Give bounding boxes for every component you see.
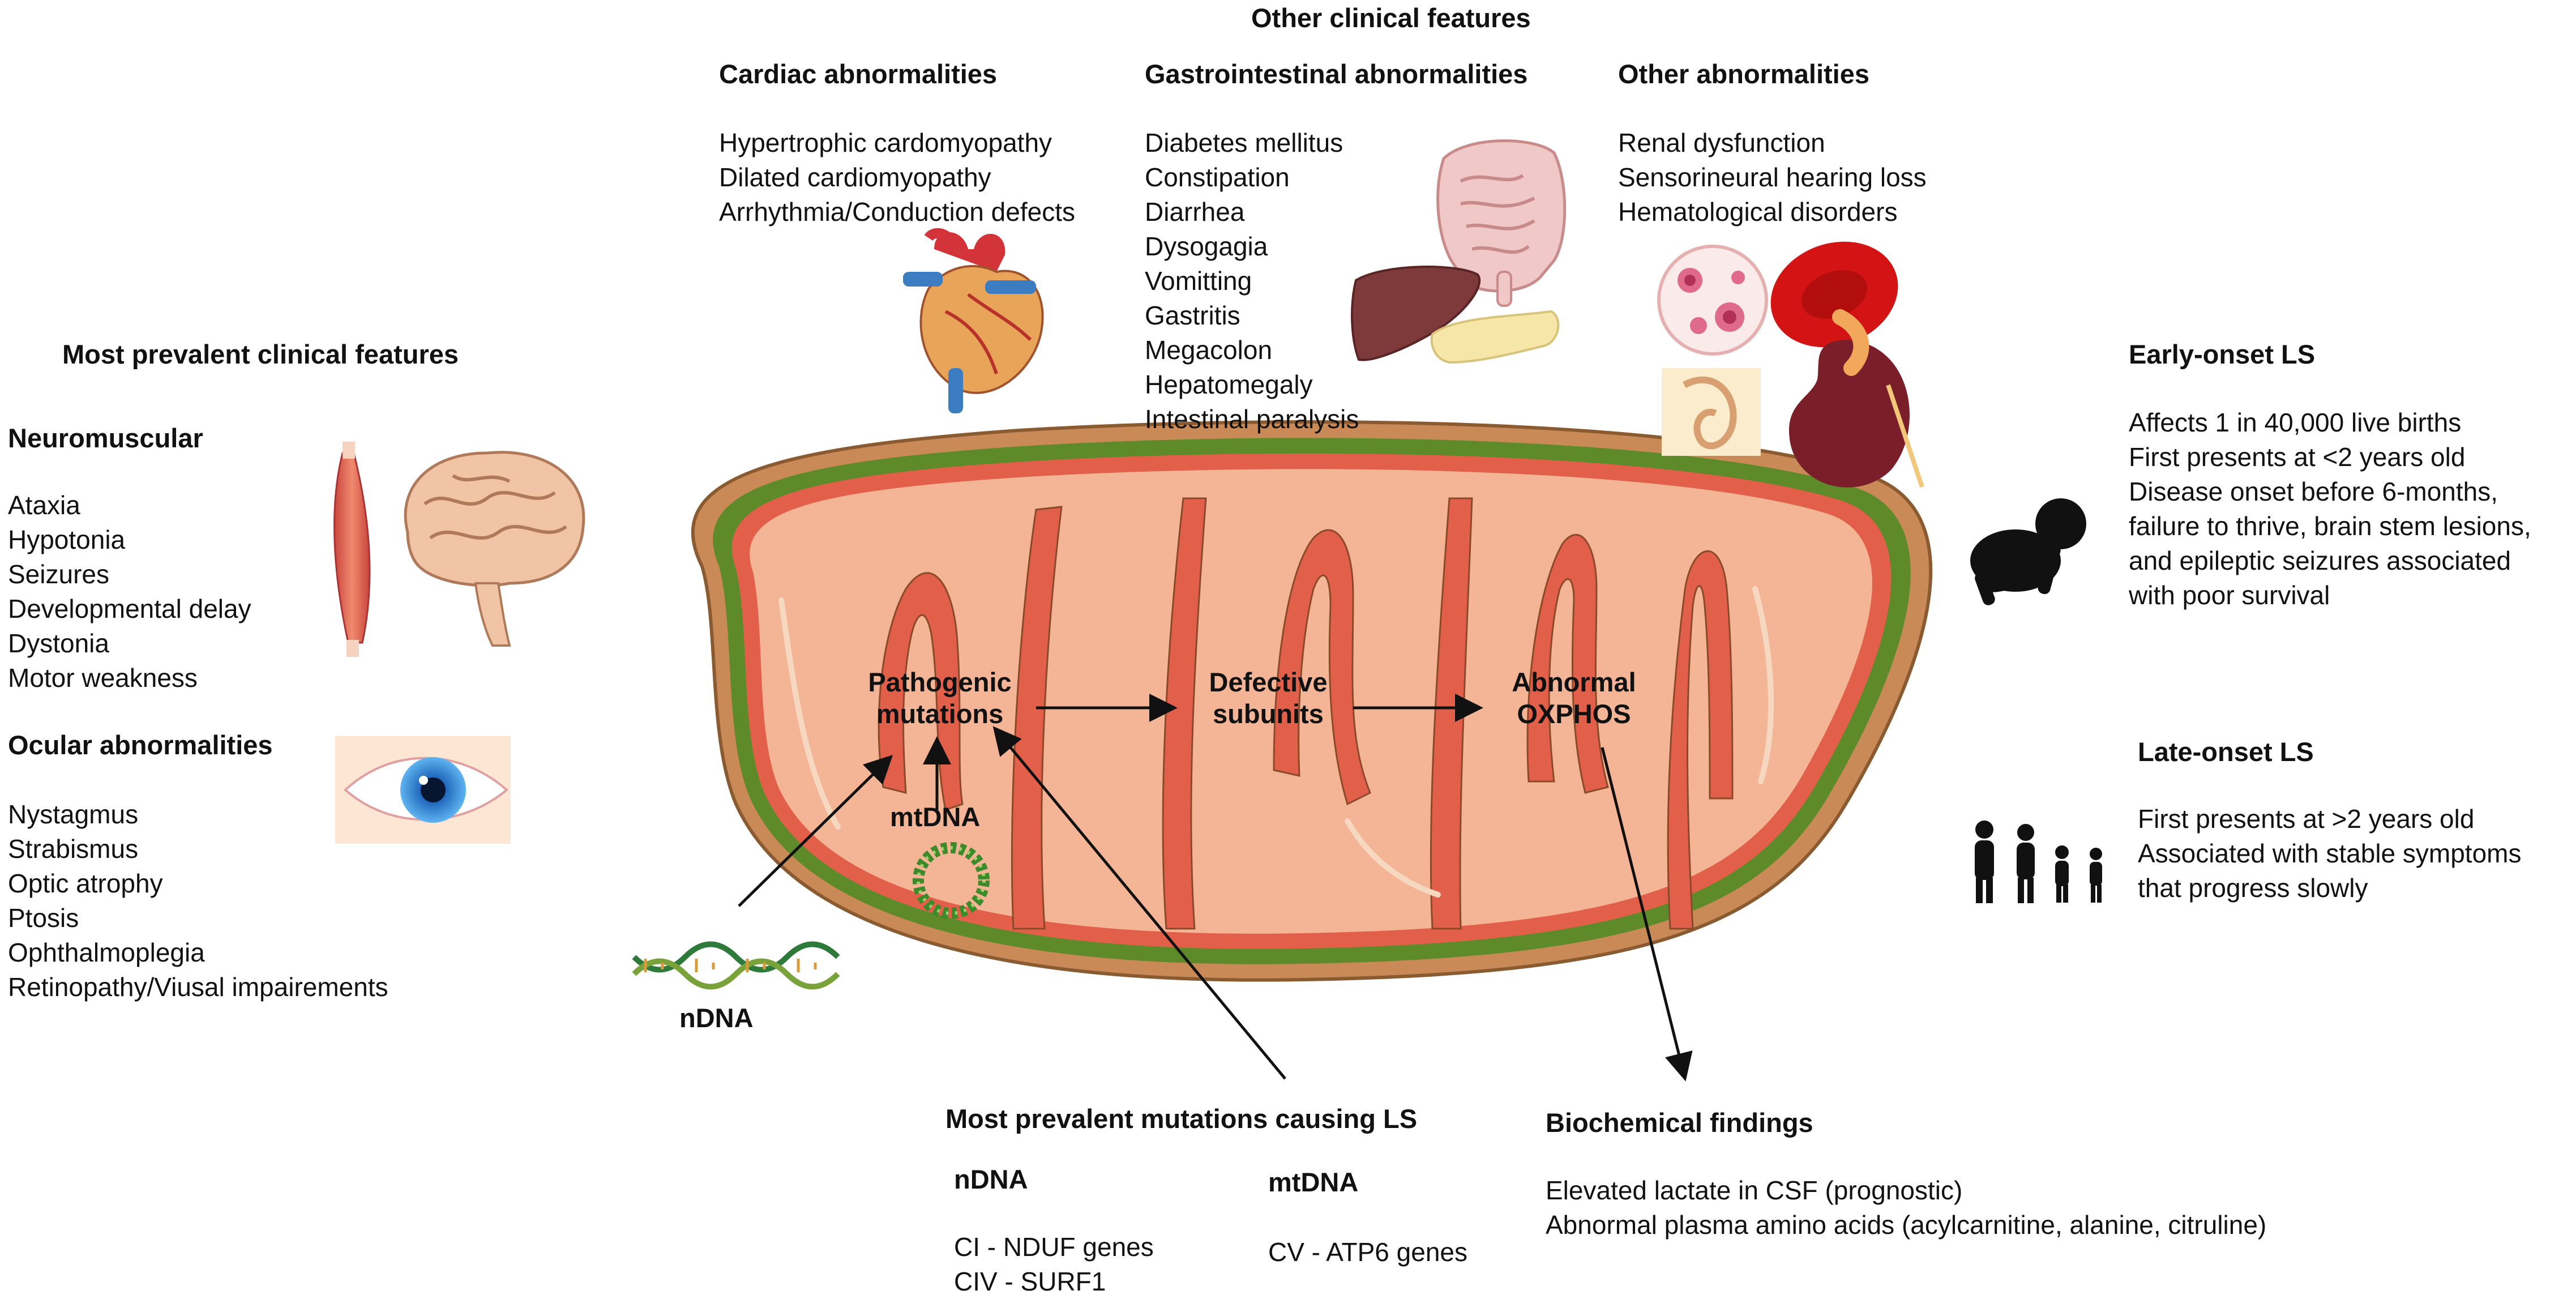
early-onset-list: Affects 1 in 40,000 live births First pr… bbox=[2129, 405, 2531, 613]
mtdna-ring-icon bbox=[913, 842, 990, 919]
list-item: and epileptic seizures associated bbox=[2129, 546, 2511, 575]
list-item: First presents at <2 years old bbox=[2129, 442, 2466, 472]
gastrointestinal-abnormalities-title: Gastrointestinal abnormalities bbox=[1145, 59, 1528, 89]
list-item: Megacolon bbox=[1145, 335, 1273, 365]
mutations-ndna-list: CI - NDUF genes CIV - SURF1 bbox=[954, 1230, 1154, 1299]
list-item: Sensorineural hearing loss bbox=[1618, 163, 1927, 192]
family-silhouette-icon bbox=[1975, 821, 2102, 903]
other-clinical-features-title: Other clinical features bbox=[1251, 3, 1531, 33]
red-blood-cell-icon bbox=[1770, 241, 1898, 348]
list-item: Renal dysfunction bbox=[1618, 128, 1825, 157]
list-item: Arrhythmia/Conduction defects bbox=[719, 197, 1075, 227]
gastrointestinal-abnormalities-list: Diabetes mellitus Constipation Diarrhea … bbox=[1145, 126, 1359, 437]
intestine-icon bbox=[1436, 139, 1567, 307]
ocular-abnormalities-title: Ocular abnormalities bbox=[8, 730, 273, 760]
baby-silhouette-icon bbox=[1970, 498, 2086, 605]
dna-helix-icon bbox=[632, 941, 840, 990]
mitochondrion-illustration bbox=[691, 420, 1933, 982]
list-item: Vomitting bbox=[1145, 266, 1252, 296]
label-line: Abnormal bbox=[1512, 667, 1636, 697]
eye-icon bbox=[335, 736, 511, 844]
heart-icon bbox=[903, 228, 1044, 413]
list-item: Gastritis bbox=[1145, 301, 1240, 330]
mutations-ndna-title: nDNA bbox=[954, 1164, 1028, 1194]
other-abnormalities-list: Renal dysfunction Sensorineural hearing … bbox=[1618, 126, 1927, 229]
prevalent-mutations-title: Most prevalent mutations causing LS bbox=[945, 1104, 1418, 1134]
label-line: Pathogenic bbox=[868, 667, 1012, 697]
label-line: Defective bbox=[1209, 667, 1328, 697]
list-item: with poor survival bbox=[2129, 580, 2330, 610]
cardiac-abnormalities-list: Hypertrophic cardomyopathy Dilated cardi… bbox=[719, 126, 1075, 229]
pathogenic-mutations-label: Pathogenic mutations bbox=[855, 666, 1025, 730]
list-item: Dilated cardiomyopathy bbox=[719, 163, 991, 192]
prevalent-clinical-features-title: Most prevalent clinical features bbox=[62, 339, 459, 369]
list-item: Dysogagia bbox=[1145, 232, 1268, 261]
list-item: that progress slowly bbox=[2138, 873, 2368, 903]
ndna-label: nDNA bbox=[679, 1003, 754, 1033]
list-item: Motor weakness bbox=[8, 663, 198, 693]
list-item: Dystonia bbox=[8, 629, 109, 658]
list-item: Elevated lactate in CSF (prognostic) bbox=[1546, 1176, 1963, 1205]
biochemical-findings-list: Elevated lactate in CSF (prognostic) Abn… bbox=[1546, 1173, 2266, 1242]
neuromuscular-list: Ataxia Hypotonia Seizures Developmental … bbox=[8, 488, 251, 695]
blood-smear-icon bbox=[1657, 245, 1768, 356]
list-item: Nystagmus bbox=[8, 800, 139, 829]
list-item: Seizures bbox=[8, 559, 109, 589]
biochemical-findings-title: Biochemical findings bbox=[1546, 1108, 1813, 1138]
list-item: Intestinal paralysis bbox=[1145, 404, 1359, 434]
kidney-icon bbox=[1789, 309, 1924, 488]
list-item: Associated with stable symptoms bbox=[2138, 839, 2522, 868]
pancreas-icon bbox=[1430, 310, 1560, 364]
list-item: Hypotonia bbox=[8, 525, 126, 554]
list-item: Hepatomegaly bbox=[1145, 370, 1313, 399]
cardiac-abnormalities-title: Cardiac abnormalities bbox=[719, 59, 998, 89]
list-item: Diabetes mellitus bbox=[1145, 128, 1343, 157]
list-item: CI - NDUF genes bbox=[954, 1232, 1154, 1262]
label-line: mutations bbox=[876, 699, 1004, 729]
mutations-mtdna-list: CV - ATP6 genes bbox=[1268, 1235, 1467, 1270]
abnormal-oxphos-label: Abnormal OXPHOS bbox=[1489, 666, 1659, 730]
ocular-abnormalities-list: Nystagmus Strabismus Optic atrophy Ptosi… bbox=[8, 797, 388, 1005]
list-item: Optic atrophy bbox=[8, 869, 163, 898]
list-item: CV - ATP6 genes bbox=[1268, 1237, 1467, 1267]
brain-icon bbox=[404, 451, 585, 647]
list-item: Ptosis bbox=[8, 903, 79, 933]
cristae bbox=[878, 497, 1734, 930]
list-item: Hypertrophic cardomyopathy bbox=[719, 128, 1052, 157]
mtdna-label: mtDNA bbox=[890, 802, 981, 832]
neuromuscular-title: Neuromuscular bbox=[8, 423, 203, 453]
other-abnormalities-title: Other abnormalities bbox=[1618, 59, 1869, 89]
list-item: CIV - SURF1 bbox=[954, 1267, 1106, 1296]
list-item: failure to thrive, brain stem lesions, bbox=[2129, 511, 2531, 541]
list-item: Developmental delay bbox=[8, 594, 251, 623]
list-item: Ataxia bbox=[8, 490, 80, 520]
defective-subunits-label: Defective subunits bbox=[1183, 666, 1353, 730]
list-item: Constipation bbox=[1145, 163, 1290, 192]
list-item: Retinopathy/Viusal impairements bbox=[8, 972, 388, 1002]
list-item: Disease onset before 6-months, bbox=[2129, 477, 2498, 506]
label-line: subunits bbox=[1213, 699, 1324, 729]
muscle-icon bbox=[333, 442, 371, 657]
liver-icon bbox=[1351, 266, 1481, 361]
list-item: Affects 1 in 40,000 live births bbox=[2129, 408, 2462, 437]
list-item: Ophthalmoplegia bbox=[8, 938, 205, 967]
list-item: Diarrhea bbox=[1145, 197, 1245, 227]
mutations-mtdna-title: mtDNA bbox=[1268, 1167, 1359, 1197]
list-item: First presents at >2 years old bbox=[2138, 804, 2475, 834]
early-onset-title: Early-onset LS bbox=[2129, 339, 2316, 369]
late-onset-title: Late-onset LS bbox=[2138, 737, 2314, 767]
late-onset-list: First presents at >2 years old Associate… bbox=[2138, 802, 2522, 905]
ear-icon bbox=[1662, 368, 1761, 456]
list-item: Hematological disorders bbox=[1618, 197, 1898, 227]
list-item: Abnormal plasma amino acids (acylcarniti… bbox=[1546, 1210, 2267, 1240]
list-item: Strabismus bbox=[8, 834, 139, 864]
pathway-arrows bbox=[738, 694, 1693, 1082]
cristae-highlights bbox=[778, 586, 1774, 898]
label-line: OXPHOS bbox=[1517, 699, 1631, 729]
